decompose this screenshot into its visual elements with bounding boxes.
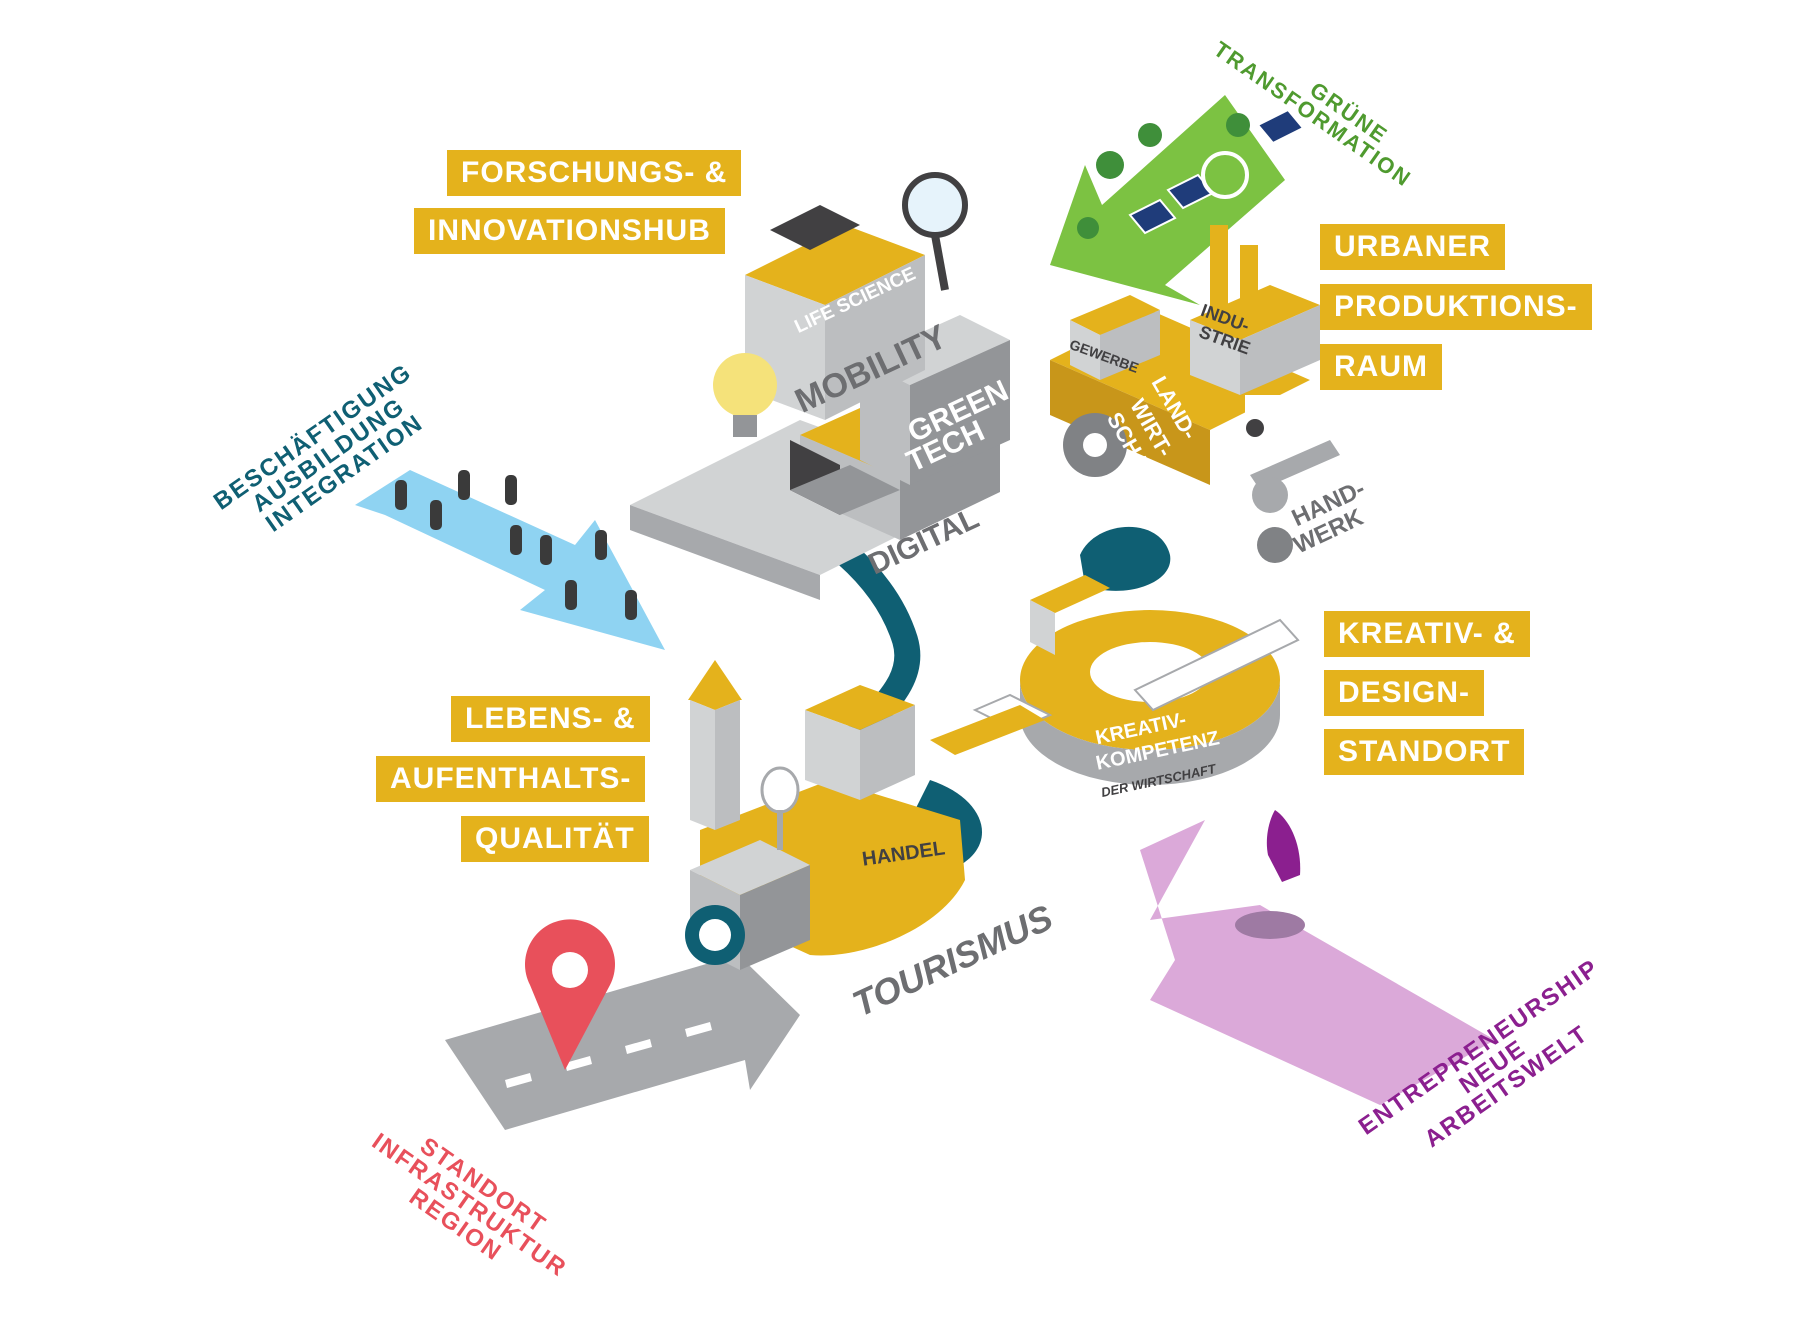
- graduation-cap-icon: [770, 205, 860, 250]
- tree-icon: [1077, 113, 1250, 239]
- label-kreativ-line3: STANDORT: [1324, 729, 1525, 775]
- yellow-path: [930, 705, 1045, 755]
- recycle-icon: [1201, 151, 1249, 199]
- label-lebens-line3: QUALITÄT: [461, 816, 649, 862]
- chimney-icon: [1210, 225, 1228, 320]
- wrench-icon: [1250, 440, 1340, 513]
- industry-zone: [1050, 225, 1340, 563]
- town-zone: [685, 660, 965, 970]
- wine-glass-icon: [760, 766, 800, 850]
- road-markings: [505, 1022, 712, 1088]
- rocket-icon: [1235, 810, 1305, 939]
- location-arrow: [445, 919, 800, 1130]
- label-lebens-line1: LEBENS- &: [451, 696, 650, 742]
- magnifier-icon: [902, 172, 968, 291]
- entrepreneurship-arrow: [1140, 810, 1495, 1105]
- people-icon: [395, 470, 637, 620]
- brain-icon: [1080, 526, 1171, 591]
- label-urban-line1: URBANER: [1320, 224, 1505, 270]
- label-urban-line3: RAUM: [1320, 344, 1442, 390]
- label-forschung-line2: INNOVATIONSHUB: [414, 208, 725, 254]
- camera-icon: [685, 840, 810, 970]
- research-campus: [630, 172, 1010, 600]
- green-transformation-arrow: [1050, 95, 1305, 305]
- pencil-icon: [1133, 618, 1300, 712]
- label-urban-line2: PRODUKTIONS-: [1320, 284, 1592, 330]
- laptop-icon: [790, 440, 900, 515]
- lightbulb-icon: [713, 353, 777, 437]
- label-kreativ-line1: KREATIV- &: [1324, 611, 1530, 657]
- creative-zone: [972, 526, 1300, 785]
- map-pin-icon: [525, 919, 615, 1070]
- gear-icon: [1063, 413, 1293, 563]
- label-lebens-line2: AUFENTHALTS-: [376, 756, 646, 802]
- tractor-icon: [1245, 395, 1285, 437]
- employment-arrow: [355, 470, 665, 650]
- label-forschung-line1: FORSCHUNGS- &: [447, 150, 742, 196]
- label-kreativ-line2: DESIGN-: [1324, 670, 1485, 716]
